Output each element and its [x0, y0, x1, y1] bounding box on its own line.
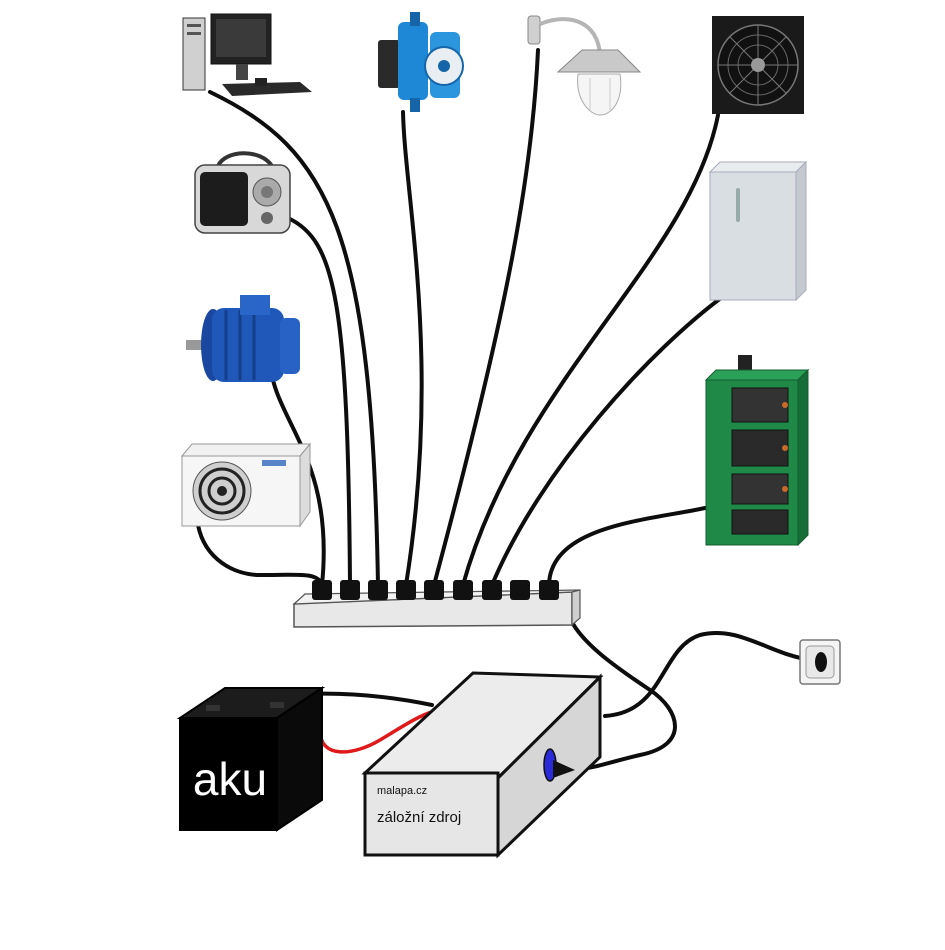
- lamp-icon: [527, 15, 642, 116]
- ups-box-icon: malapa.cz záložní zdroj: [361, 671, 604, 859]
- battery-icon: aku: [176, 686, 326, 832]
- plug: [510, 580, 530, 600]
- plug: [482, 580, 502, 600]
- cable-wall-to-ups: [603, 631, 814, 718]
- battery-label: aku: [193, 753, 267, 805]
- boiler-icon: [704, 355, 810, 547]
- plug: [340, 580, 360, 600]
- ac-unit-icon: [180, 442, 312, 528]
- plug: [539, 580, 559, 600]
- plug: [368, 580, 388, 600]
- radio-icon: [194, 151, 291, 234]
- plug: [312, 580, 332, 600]
- cable-pump: [401, 110, 424, 587]
- fridge-icon: [708, 160, 808, 302]
- power-strip-plugs: [312, 580, 559, 600]
- pump-icon: [378, 12, 464, 112]
- ups-label: záložní zdroj: [377, 809, 461, 826]
- plug: [453, 580, 473, 600]
- ups-brand: malapa.cz: [377, 785, 427, 797]
- cable-boiler: [547, 506, 707, 587]
- computer-icon: [182, 13, 312, 96]
- cable-fan: [461, 113, 720, 587]
- power-strip-icon: [292, 580, 581, 628]
- cable-lamp: [432, 48, 540, 587]
- plug: [424, 580, 444, 600]
- cable-computer: [208, 90, 380, 587]
- cable-radio: [286, 216, 352, 587]
- cable-strip-to-ups: [566, 610, 677, 772]
- motor-icon: [186, 295, 300, 382]
- wall-outlet-icon: [799, 639, 841, 685]
- fan-icon: [712, 16, 804, 114]
- cable-fridge: [490, 293, 727, 587]
- plug: [396, 580, 416, 600]
- cable-ac-unit: [196, 523, 324, 587]
